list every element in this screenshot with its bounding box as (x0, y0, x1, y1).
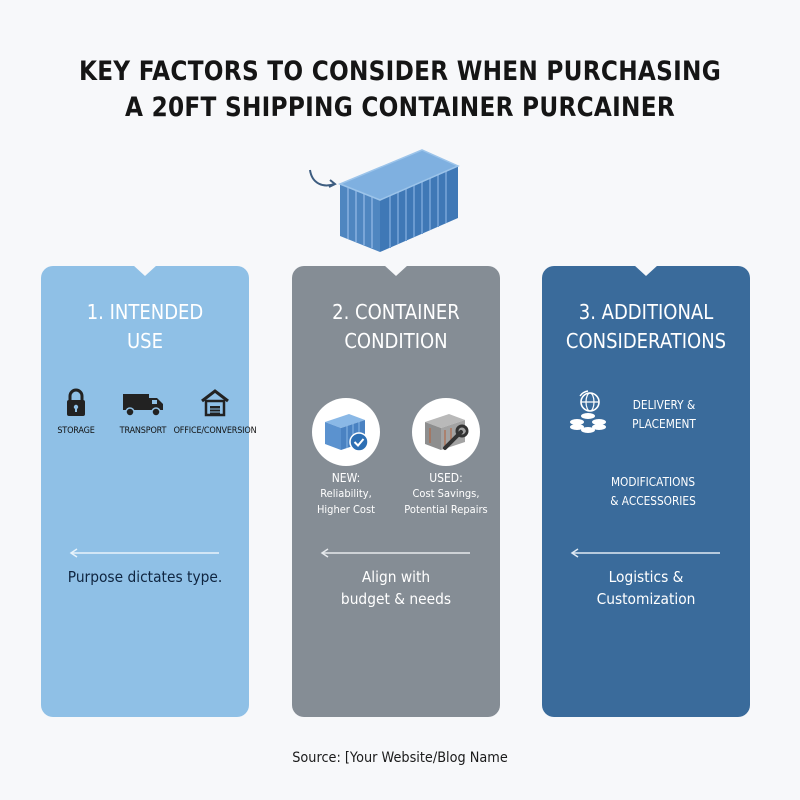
consideration-delivery: DELIVERY & PLACEMENT (632, 398, 696, 431)
page-title: KEY FACTORS TO CONSIDER WHEN PURCHASING … (56, 54, 744, 126)
use-office-conversion: OFFICE/CONVERSION (169, 388, 261, 436)
consideration-modifications: MODIFICATIONS & ACCESSORIES (610, 475, 696, 508)
condition-new: NEW: Reliability, Higher Cost (316, 471, 376, 516)
curved-arrow-icon (309, 169, 335, 187)
source-credit: Source: [Your Website/Blog Name (292, 750, 508, 766)
title-line-1: KEY FACTORS TO CONSIDER WHEN PURCHASING (78, 56, 722, 87)
use-storage: STORAGE (51, 388, 101, 436)
condition-used: USED: Cost Savings, Potential Repairs (404, 471, 488, 516)
panel-intended-use: 1. INTENDED USE STORAGE TRANSPORT (41, 265, 257, 717)
new-container-badge (312, 398, 380, 466)
use-list: STORAGE TRANSPORT OFFICE/CONVERSION (41, 388, 257, 448)
title-line-2: A 20FT SHIPPING CONTAINER PURCAINER (125, 92, 675, 123)
panel-summary: Align with budget & needs (340, 568, 452, 608)
globe-coins-icon (570, 390, 606, 433)
panel-additional-considerations: 3. ADDITIONAL CONSIDERATIONS DELIVERY & … (542, 265, 750, 717)
left-arrow-icon (570, 548, 720, 558)
use-transport: TRANSPORT (113, 388, 173, 436)
panel-title: 2. CONTAINER CONDITION (332, 300, 460, 353)
container-wrench-icon (425, 414, 469, 450)
panel-title: 3. ADDITIONAL CONSIDERATIONS (565, 300, 727, 353)
shipping-container-icon (309, 149, 460, 252)
truck-icon (123, 394, 163, 417)
left-arrow-icon (69, 548, 219, 558)
panel-summary: Purpose dictates type. (67, 568, 223, 586)
left-arrow-icon (320, 548, 470, 558)
container-check-icon (325, 414, 369, 452)
used-container-badge (412, 398, 480, 466)
panel-summary: Logistics & Customization (596, 568, 696, 608)
panel-container-condition: 2. CONTAINER CONDITION NEW: Reliability,… (292, 265, 500, 717)
house-icon (201, 389, 229, 417)
panel-title: 1. INTENDED USE (86, 300, 204, 353)
lock-icon (67, 388, 85, 416)
